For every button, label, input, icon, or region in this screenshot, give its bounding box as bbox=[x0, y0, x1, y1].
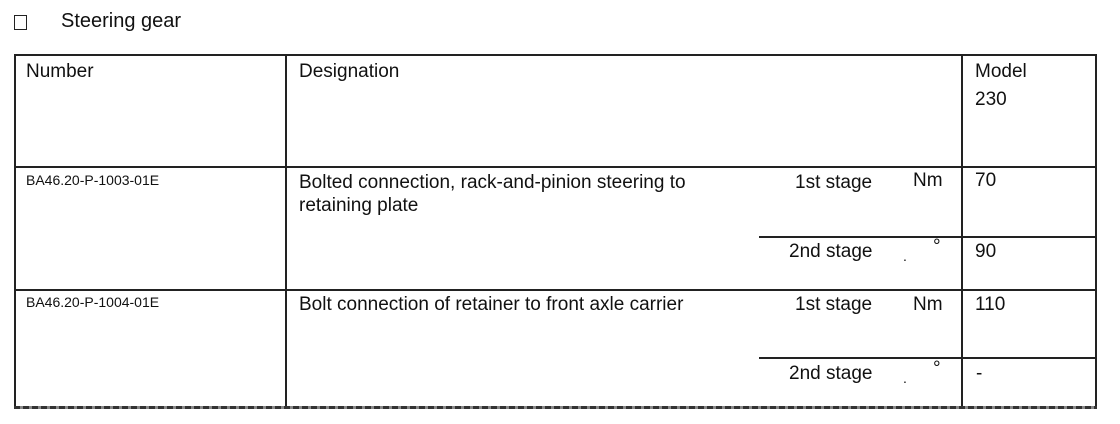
row-divider bbox=[16, 166, 1095, 168]
row-designation: Bolt connection of retainer to front axl… bbox=[299, 294, 684, 315]
header-model-number: 230 bbox=[975, 89, 1007, 110]
table-bottom-border bbox=[14, 406, 1097, 409]
stage-value: 110 bbox=[975, 294, 1006, 315]
row-divider bbox=[759, 236, 1095, 238]
stage-unit: ° bbox=[933, 236, 941, 257]
row-divider bbox=[16, 289, 1095, 291]
column-divider bbox=[961, 56, 963, 408]
section-heading: Steering gear bbox=[14, 10, 181, 33]
stage-value: 90 bbox=[975, 241, 997, 262]
stage-label: 1st stage bbox=[795, 294, 873, 315]
stage-value: 70 bbox=[975, 170, 997, 191]
column-divider bbox=[285, 56, 287, 408]
dot-mark: . bbox=[903, 370, 907, 386]
row-divider bbox=[759, 357, 1095, 359]
section-title: Steering gear bbox=[61, 10, 182, 32]
header-model: Model bbox=[975, 61, 1027, 82]
stage-unit: ° bbox=[933, 358, 941, 379]
torque-table: Number Designation Model 230 BA46.20-P-1… bbox=[14, 54, 1097, 408]
header-designation: Designation bbox=[299, 61, 400, 82]
row-number: BA46.20-P-1003-01E bbox=[26, 172, 160, 188]
row-number: BA46.20-P-1004-01E bbox=[26, 294, 160, 310]
stage-label: 2nd stage bbox=[789, 363, 873, 384]
stage-value: - bbox=[976, 363, 983, 384]
row-designation: Bolted connection, rack-and-pinion steer… bbox=[299, 172, 686, 216]
stage-label: 2nd stage bbox=[789, 241, 873, 262]
stage-unit: Nm bbox=[913, 170, 943, 191]
header-number: Number bbox=[26, 61, 94, 82]
stage-unit: Nm bbox=[913, 294, 943, 315]
checkbox-icon bbox=[14, 15, 27, 30]
stage-label: 1st stage bbox=[795, 172, 873, 193]
dot-mark: . bbox=[903, 248, 907, 264]
